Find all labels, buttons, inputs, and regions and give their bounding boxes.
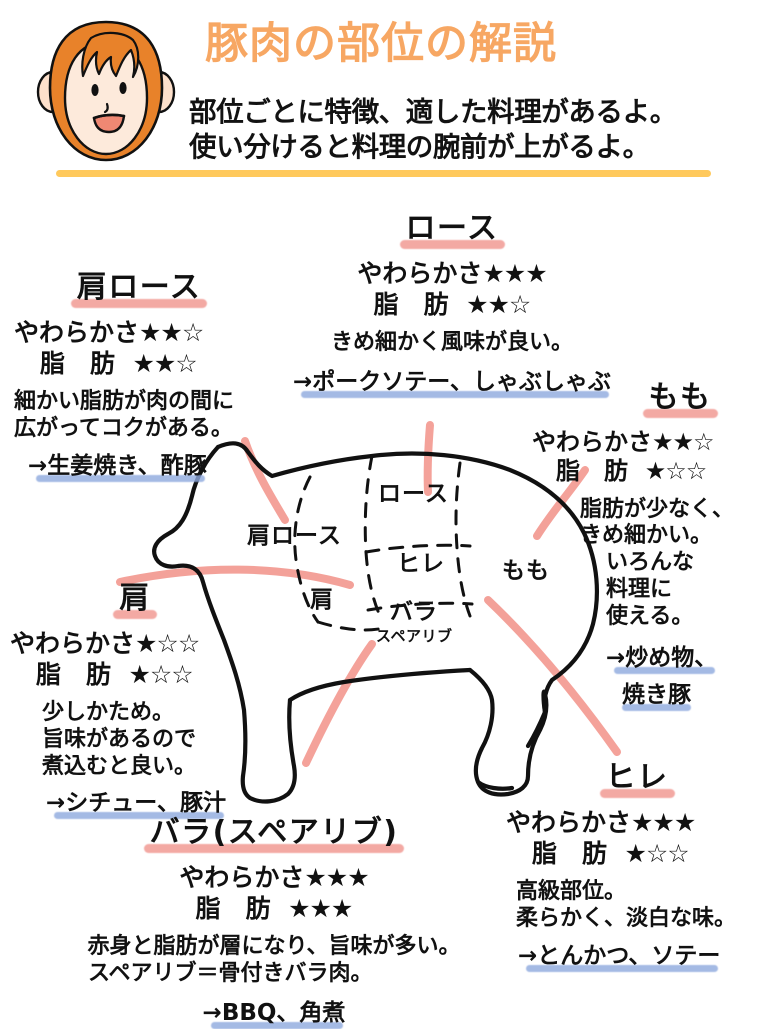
desc-kata-2: 旨味があるので bbox=[42, 726, 197, 752]
usage-momo-2: 焼き豚 bbox=[622, 681, 691, 708]
desc-momo-2: きめ細かい。 bbox=[580, 523, 713, 549]
tenderness-stars-kata-rosu: ★★☆ bbox=[139, 318, 204, 347]
header: 豚肉の部位の解説 部位ごとに特徴、適した料理があるよ。 使い分けると料理の腕前が… bbox=[0, 0, 768, 190]
tenderness-stars-rosu: ★★★ bbox=[482, 259, 547, 288]
fat-label: 脂 肪 bbox=[556, 457, 628, 486]
usage-hire: →とんかつ、ソテー bbox=[518, 942, 721, 969]
mascot-face-icon bbox=[36, 20, 176, 162]
cut-block-hire: ヒレ やわらかさ★★★ 脂 肪 ★☆☆ 高級部位。 柔らかく、淡白な味。 →とん… bbox=[506, 752, 768, 972]
usage-kata: →シチュー、豚汁 bbox=[46, 790, 227, 817]
cut-title-rosu: ロース bbox=[405, 211, 499, 246]
page-title: 豚肉の部位の解説 bbox=[205, 19, 557, 69]
usage-underline bbox=[614, 666, 716, 674]
tenderness-label: やわらかさ bbox=[506, 808, 632, 837]
tenderness-label: やわらかさ bbox=[10, 629, 136, 658]
diagram-label-rosu: ロース bbox=[378, 481, 449, 507]
usage-underline bbox=[300, 390, 610, 398]
desc-hire-2: 柔らかく、淡白な味。 bbox=[516, 905, 737, 931]
desc-momo-3: いろんな bbox=[606, 550, 695, 576]
diagram-label-kata: 肩 bbox=[310, 587, 334, 613]
diagram-label-kata-rosu: 肩ロース bbox=[247, 523, 342, 549]
cut-title-kata: 肩 bbox=[119, 581, 151, 616]
fat-stars-hire: ★☆☆ bbox=[624, 838, 689, 868]
cut-title-kata-rosu: 肩ロース bbox=[76, 270, 202, 305]
usage-kata-rosu: →生姜焼き、酢豚 bbox=[28, 452, 207, 479]
tenderness-label: やわらかさ bbox=[14, 318, 140, 347]
title-underline bbox=[70, 299, 208, 308]
usage-underline bbox=[622, 703, 691, 711]
cut-block-kata-rosu: 肩ロース やわらかさ★★☆ 脂 肪 ★★☆ 細かい脂肪が肉の間に 広がってコクが… bbox=[14, 262, 264, 482]
desc-momo-4: 料理に bbox=[606, 577, 673, 603]
fat-stars-kata: ★☆☆ bbox=[128, 659, 193, 689]
cut-title-bara: バラ(スペアリブ) bbox=[149, 815, 399, 850]
fat-label: 脂 肪 bbox=[195, 893, 271, 923]
title-underline bbox=[143, 844, 405, 853]
cut-block-momo: もも やわらかさ★★☆ 脂 肪 ★☆☆ 脂肪が少なく、 きめ細かい。 いろんな … bbox=[532, 372, 768, 711]
usage-rosu: →ポークソテー、しゃぶしゃぶ bbox=[292, 368, 612, 395]
fat-label: 脂 肪 bbox=[532, 838, 608, 868]
connector-bara bbox=[302, 640, 376, 767]
fat-stars-kata-rosu: ★★☆ bbox=[132, 348, 197, 378]
title-underline bbox=[642, 409, 718, 418]
tenderness-stars-bara: ★★★ bbox=[304, 863, 369, 892]
fat-stars-momo: ★☆☆ bbox=[644, 457, 708, 486]
fat-label: 脂 肪 bbox=[40, 348, 116, 378]
desc-bara-2: スペアリブ＝骨付きバラ肉。 bbox=[88, 960, 373, 986]
usage-bara: →BBQ、角煮 bbox=[202, 999, 346, 1026]
desc-kata-rosu-1: 細かい脂肪が肉の間に bbox=[14, 389, 235, 414]
desc-momo-5: 使える。 bbox=[606, 603, 694, 629]
subtitle-line-2: 使い分けると料理の腕前が上がるよ。 bbox=[189, 131, 650, 163]
diagram-label-momo: もも bbox=[502, 558, 550, 584]
diagram-label-spare-rib: スペアリブ bbox=[376, 627, 453, 645]
fat-label: 脂 肪 bbox=[373, 289, 449, 319]
diagram-label-hire: ヒレ bbox=[397, 551, 445, 577]
title-underline bbox=[399, 240, 505, 249]
desc-kata-1: 少しかため。 bbox=[42, 700, 175, 725]
tenderness-stars-kata: ★☆☆ bbox=[135, 629, 200, 658]
usage-underline bbox=[54, 812, 225, 820]
cut-title-hire: ヒレ bbox=[605, 760, 669, 795]
desc-kata-3: 煮込むと良い。 bbox=[42, 753, 197, 779]
fat-stars-bara: ★★★ bbox=[288, 893, 353, 923]
tenderness-stars-hire: ★★★ bbox=[631, 808, 696, 837]
cut-block-rosu: ロース やわらかさ★★★ 脂 肪 ★★☆ きめ細かく風味が良い。 →ポークソテー… bbox=[262, 203, 642, 398]
tenderness-label: やわらかさ bbox=[357, 259, 483, 288]
subtitle-line-1: 部位ごとに特徴、適した料理があるよ。 bbox=[189, 96, 677, 128]
tenderness-label: やわらかさ bbox=[179, 863, 305, 892]
usage-momo: →炒め物、 bbox=[606, 644, 718, 671]
title-underline bbox=[113, 610, 157, 619]
tenderness-stars-momo: ★★☆ bbox=[652, 428, 715, 456]
desc-rosu-1: きめ細かく風味が良い。 bbox=[330, 330, 573, 355]
cut-title-momo: もも bbox=[648, 380, 712, 415]
desc-momo-1: 脂肪が少なく、 bbox=[580, 496, 735, 522]
desc-bara-1: 赤身と脂肪が層になり、旨味が多い。 bbox=[87, 934, 461, 959]
header-divider bbox=[56, 170, 711, 177]
desc-hire-1: 高級部位。 bbox=[516, 879, 627, 904]
usage-underline bbox=[36, 474, 205, 482]
title-underline bbox=[599, 789, 675, 798]
cut-block-kata: 肩 やわらかさ★☆☆ 脂 肪 ★☆☆ 少しかため。 旨味があるので 煮込むと良い… bbox=[10, 573, 260, 820]
fat-label: 脂 肪 bbox=[36, 659, 112, 689]
tenderness-label: やわらかさ bbox=[532, 428, 652, 456]
diagram-label-bara: バラ bbox=[390, 599, 438, 625]
usage-underline bbox=[526, 964, 719, 972]
fat-stars-rosu: ★★☆ bbox=[466, 289, 531, 319]
desc-kata-rosu-2: 広がってコクがある。 bbox=[14, 415, 233, 441]
cut-block-bara: バラ(スペアリブ) やわらかさ★★★ 脂 肪 ★★★ 赤身と脂肪が層になり、旨味… bbox=[64, 807, 484, 1029]
